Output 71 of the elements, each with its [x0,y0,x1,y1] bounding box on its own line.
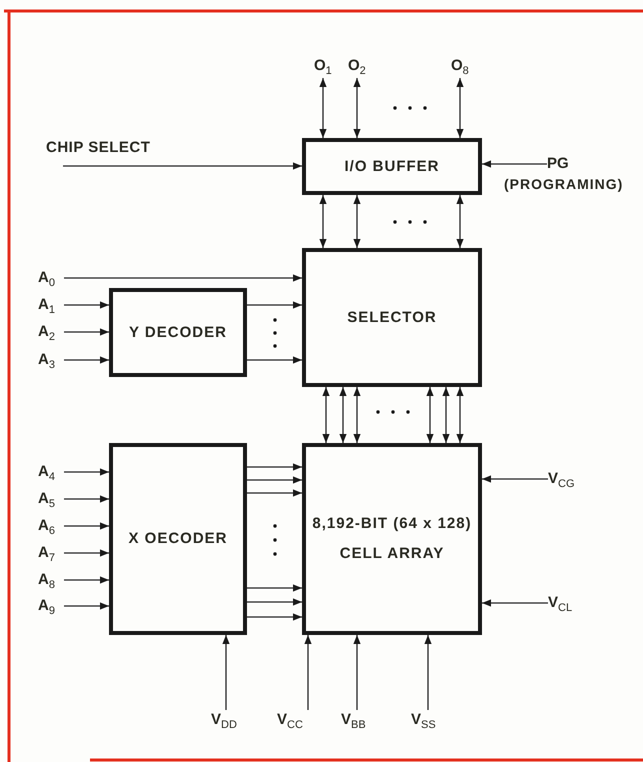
signal-arrow [247,598,302,606]
block-title: Y DECODER [129,322,227,342]
signal-arrow [482,160,547,168]
block-title: SELECTOR [347,308,437,328]
signal-label: A$_{0}$ [38,268,64,290]
memory-array-block [302,443,482,635]
signal-label: A$_{5}$ [38,489,64,511]
signal-arrow [64,602,109,610]
block-title: I/O BUFFER [344,156,440,176]
signal-label: O$_{8}$ [451,56,475,78]
signal-arrow [64,468,109,476]
signal-label: V$_{CL}$ [548,593,582,615]
block-title: X OECODER [128,529,228,549]
signal-arrow [64,576,109,584]
signal-arrow [64,356,109,364]
signal-label: A$_{1}$ [38,295,64,317]
decoder-block [109,443,247,635]
signal-arrow [456,195,464,248]
signal-label: PG [547,154,571,174]
signal-label: A$_{3}$ [38,350,64,372]
block-title: 8,192-BIT (64 x 128) [312,514,472,534]
block-title: CELL ARRAY [340,544,444,564]
signal-arrow [353,387,361,443]
signal-arrow [247,489,302,497]
signal-label: A$_{9}$ [38,596,64,618]
signal-label: V$_{CC}$ [277,710,313,732]
signal-arrow [222,635,230,710]
signal-label: A$_{8}$ [38,570,64,592]
signal-arrow [64,328,109,336]
signal-arrow [304,635,312,710]
signal-note: (PROGRAMING) [504,176,624,192]
signal-label: CHIP SELECT [46,138,196,166]
signal-arrow [64,301,109,309]
signal-arrow [442,387,450,443]
signal-arrow [456,387,464,443]
signal-arrow [426,387,434,443]
signal-arrow [64,495,109,503]
signal-label: A$_{2}$ [38,322,64,344]
signal-arrow [339,387,347,443]
signal-arrow [64,274,302,282]
signal-label: O$_{1}$ [314,56,338,78]
signal-arrow [353,635,361,710]
signal-arrow [319,195,327,248]
signal-arrow [319,78,327,138]
signal-label: O$_{2}$ [348,56,372,78]
signal-arrow [63,162,302,170]
signal-label: A$_{7}$ [38,543,64,565]
signal-label: A$_{4}$ [38,462,64,484]
signal-arrow [247,463,302,471]
signal-arrow [456,78,464,138]
signal-arrow [247,613,302,621]
signal-arrow [322,387,330,443]
signal-arrow [64,522,109,530]
signal-label: V$_{CG}$ [548,469,582,491]
signal-arrow [482,599,548,607]
signal-arrow [424,635,432,710]
signal-arrow [247,584,302,592]
decoder-block [109,288,247,377]
selector-block [302,248,482,387]
signal-arrow [353,195,361,248]
buffer-block [302,138,482,195]
signal-label: V$_{BB}$ [341,710,377,732]
signal-arrow [353,78,361,138]
signal-arrow [247,301,302,309]
signal-arrow [482,475,548,483]
signal-label: V$_{SS}$ [411,710,447,732]
signal-label: A$_{6}$ [38,516,64,538]
signal-arrow [247,476,302,484]
signal-arrow [247,356,302,364]
signal-arrow [64,549,109,557]
signal-label: V$_{DD}$ [211,710,247,732]
